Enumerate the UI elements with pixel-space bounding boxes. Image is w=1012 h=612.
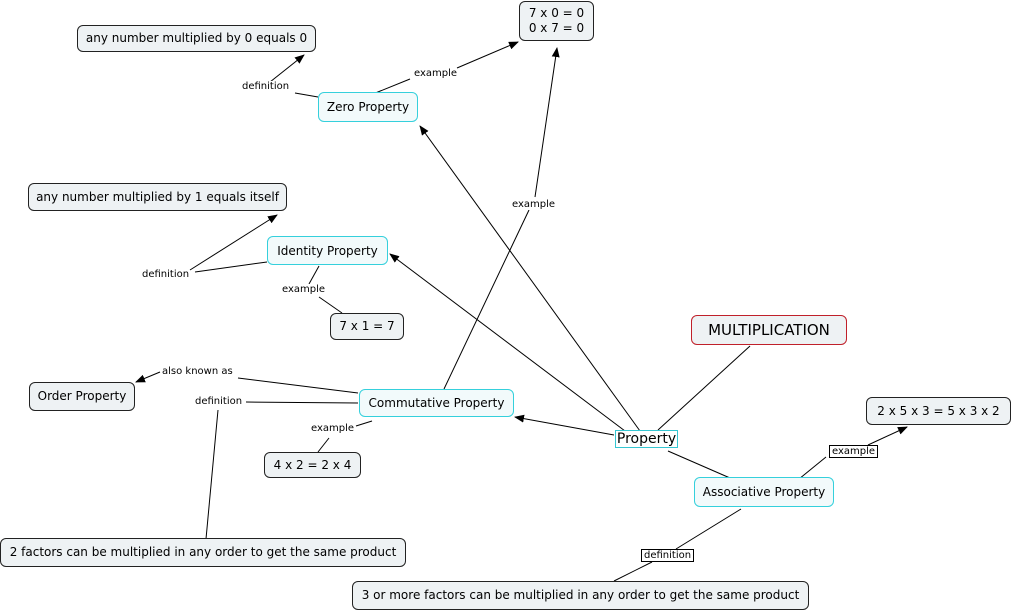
associative-property-node[interactable]: Associative Property: [694, 477, 834, 507]
identity-definition-link-label: definition: [142, 269, 190, 280]
link-zero-definition-b: [269, 54, 305, 83]
link-assoc-definition-a: [675, 508, 742, 550]
identity-property-node[interactable]: Identity Property: [267, 236, 388, 265]
link-zero-definition-a: [294, 92, 319, 98]
property-node[interactable]: Property: [615, 430, 678, 448]
identity-example-link-label: example: [282, 284, 326, 295]
link-comm-zero-example-a: [443, 209, 530, 390]
commutative-definition-node[interactable]: 2 factors can be multiplied in any order…: [0, 538, 406, 567]
link-comm-zero-example-b: [534, 47, 560, 198]
link-assoc-example-a: [798, 456, 827, 480]
order-property-node[interactable]: Order Property: [29, 382, 135, 411]
link-property-commutative: [514, 414, 615, 436]
link-identity-definition-b: [189, 214, 278, 271]
identity-definition-node[interactable]: any number multiplied by 1 equals itself: [28, 183, 287, 211]
commutative-definition-link-label: definition: [195, 396, 243, 407]
link-also-known-as-a: [237, 377, 359, 394]
zero-property-node[interactable]: Zero Property: [318, 92, 418, 122]
link-property-associative: [667, 450, 731, 479]
link-identity-example-a: [308, 265, 320, 285]
link-comm-example-b: [317, 437, 330, 453]
link-assoc-definition-b: [613, 561, 653, 582]
associative-definition-node[interactable]: 3 or more factors can be multiplied in a…: [352, 581, 809, 610]
zero-definition-node[interactable]: any number multiplied by 0 equals 0: [77, 25, 316, 52]
commutative-property-node[interactable]: Commutative Property: [359, 389, 514, 417]
commutative-zero-example-link-label: example: [512, 199, 556, 210]
identity-example-node[interactable]: 7 x 1 = 7: [330, 313, 404, 340]
zero-example-node[interactable]: 7 x 0 = 0 0 x 7 = 0: [519, 1, 594, 41]
link-also-known-as-b: [135, 371, 161, 383]
associative-example-node[interactable]: 2 x 5 x 3 = 5 x 3 x 2: [866, 397, 1011, 425]
associative-example-link-label: example: [829, 445, 879, 458]
link-comm-definition-b: [205, 409, 219, 540]
link-identity-definition-a: [194, 261, 268, 273]
link-multiplication-property: [657, 345, 751, 431]
link-identity-example-b: [318, 296, 343, 314]
link-zero-example-b: [456, 41, 519, 69]
zero-definition-link-label: definition: [242, 81, 290, 92]
link-assoc-example-b: [867, 426, 908, 446]
commutative-example-link-label: example: [311, 423, 355, 434]
link-comm-example-a: [355, 420, 373, 427]
also-known-as-link-label: also known as: [162, 366, 233, 377]
multiplication-node[interactable]: MULTIPLICATION: [691, 315, 847, 345]
link-property-zero: [419, 125, 641, 432]
link-property-identity: [389, 253, 626, 432]
zero-example-link-label: example: [414, 68, 458, 79]
link-comm-definition-a: [245, 401, 359, 404]
link-zero-example-a: [372, 78, 411, 95]
commutative-example-node[interactable]: 4 x 2 = 2 x 4: [264, 452, 361, 478]
associative-definition-link-label: definition: [641, 549, 695, 562]
